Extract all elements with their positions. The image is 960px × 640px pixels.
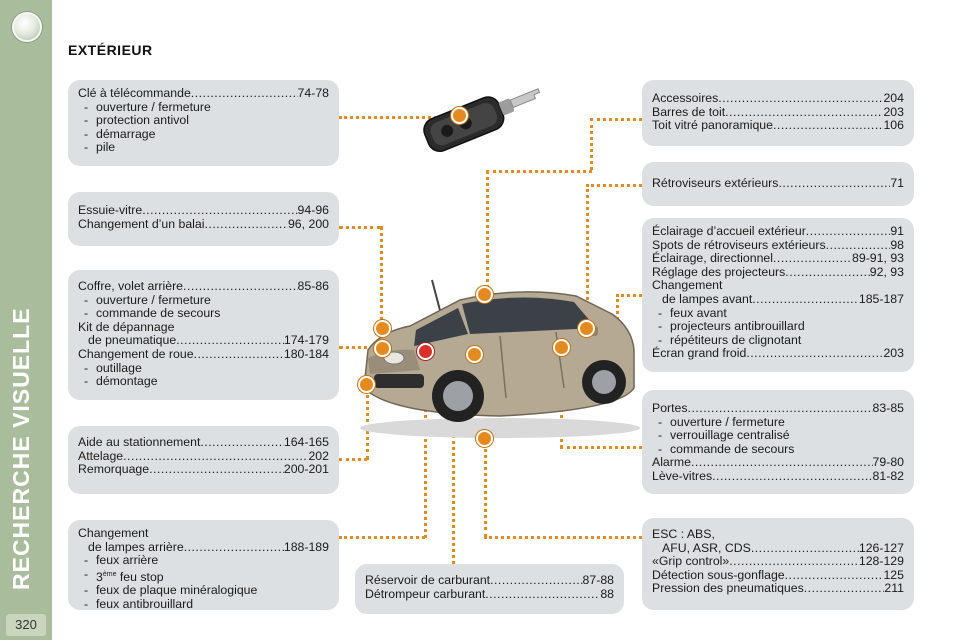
- box-retroviseurs: Rétroviseurs extérieurs71: [642, 162, 914, 206]
- index-row: Pression des pneumatiques211: [652, 582, 904, 596]
- index-row: Lève-vitres81-82: [652, 469, 904, 484]
- key-marker: [451, 107, 468, 124]
- sub-item: -verrouillage centralisé: [658, 428, 790, 443]
- index-row: Essuie-vitre94-96: [78, 203, 329, 218]
- connector-line: [339, 116, 455, 119]
- connector-line: [586, 184, 589, 330]
- sub-item: -ouverture / fermeture: [84, 292, 211, 307]
- box-cle-telecommande: Clé à télécommande74-78 -ouverture / fer…: [68, 80, 339, 166]
- box-accessoires: Accessoires204 Barres de toit203 Toit vi…: [642, 80, 914, 146]
- sub-item: -ouverture / fermeture: [84, 99, 211, 114]
- sub-item: -outillage: [84, 360, 142, 375]
- index-row: Remorquage200-201: [78, 463, 329, 477]
- circle-icon: [12, 12, 42, 42]
- box-lampes-arriere: Changement de lampes arrière188-189 -feu…: [68, 520, 339, 612]
- connector-line: [452, 358, 455, 570]
- bumper-marker: [374, 340, 391, 357]
- index-row: de lampes avant185-187: [652, 292, 904, 307]
- sub-item: -commande de secours: [84, 306, 221, 321]
- connector-line: [339, 226, 381, 229]
- connector-line: [560, 446, 642, 449]
- sub-item: -démontage: [84, 374, 158, 389]
- tyre-marker: [476, 430, 493, 447]
- box-reservoir: Réservoir de carburant87-88 Détrompeur c…: [355, 564, 624, 614]
- index-row: Écran grand froid203: [652, 347, 904, 361]
- index-row: Attelage202: [78, 449, 329, 464]
- index-label: Kit de dépannage: [78, 319, 175, 334]
- wheel-marker: [466, 346, 483, 363]
- index-row: de pneumatique174-179: [78, 334, 329, 348]
- sub-item: -répétiteurs de clignotant: [658, 332, 802, 347]
- sub-item: -feux arrière: [84, 553, 159, 568]
- box-coffre: Coffre, volet arrière85-86 -ouverture / …: [68, 270, 339, 400]
- box-essuie-vitre: Essuie-vitre94-96 Changement d’un balai9…: [68, 192, 339, 246]
- index-row: Aide au stationnement164-165: [78, 435, 329, 450]
- front-marker: [374, 320, 391, 337]
- connector-line: [339, 346, 381, 349]
- remote-key-illustration: [423, 88, 541, 153]
- connector-line: [590, 118, 593, 170]
- connector-line: [424, 356, 427, 538]
- index-row: AFU, ASR, CDS126-127: [652, 541, 904, 556]
- headlight-marker: [417, 343, 434, 360]
- box-portes: Portes83-85 -ouverture / fermeture -verr…: [642, 390, 914, 494]
- connector-line: [586, 184, 642, 187]
- sub-item: -démarrage: [84, 126, 156, 141]
- index-row: Coffre, volet arrière85-86: [78, 279, 329, 294]
- index-row: Toit vitré panoramique106: [652, 119, 904, 133]
- connector-line: [380, 226, 383, 328]
- door-marker: [553, 339, 570, 356]
- connector-line: [616, 294, 642, 297]
- connector-line: [484, 536, 642, 539]
- box-eclairage: Éclairage d’accueil extérieur91 Spots de…: [642, 218, 914, 372]
- sub-item: -feux avant: [658, 305, 727, 320]
- index-row: Portes83-85: [652, 401, 904, 416]
- car-illustration: [360, 279, 640, 438]
- sidebar: RECHERCHE VISUELLE 320: [0, 0, 52, 640]
- index-label: Changement: [652, 278, 723, 293]
- sub-item: -feux antibrouillard: [84, 597, 194, 612]
- index-row: Détection sous-gonflage125: [652, 568, 904, 583]
- index-row: Détrompeur carburant88: [365, 587, 614, 602]
- connector-line: [486, 170, 592, 173]
- page-number: 320: [6, 614, 46, 636]
- box-esc: ESC : ABS, AFU, ASR, CDS126-127 «Grip co…: [642, 518, 914, 610]
- connector-line: [366, 388, 369, 460]
- index-row: Clé à télécommande74-78: [78, 86, 329, 101]
- index-label: ESC : ABS,: [652, 527, 715, 541]
- index-row: Éclairage, directionnel89-91, 93: [652, 252, 904, 266]
- index-row: Accessoires204: [652, 91, 904, 106]
- index-row: Réglage des projecteurs92, 93: [652, 265, 904, 280]
- connector-line: [484, 442, 487, 538]
- index-row: Spots de rétroviseurs extérieurs98: [652, 238, 904, 253]
- sub-item: -ouverture / fermeture: [658, 414, 785, 429]
- sub-item: -commande de secours: [658, 441, 795, 456]
- connector-line: [486, 170, 489, 296]
- sub-item: -protection antivol: [84, 113, 189, 128]
- box-aide-stationnement: Aide au stationnement164-165 Attelage202…: [68, 426, 339, 494]
- sub-item: -projecteurs antibrouillard: [658, 319, 805, 334]
- connector-line: [339, 458, 367, 461]
- index-label: Changement: [78, 526, 149, 540]
- towbar-marker: [358, 376, 375, 393]
- index-row: de lampes arrière188-189: [78, 540, 329, 555]
- sub-item: -3ème feu stop: [84, 566, 164, 584]
- index-row: Éclairage d’accueil extérieur91: [652, 224, 904, 239]
- sidebar-title: RECHERCHE VISUELLE: [8, 307, 34, 590]
- index-row: Barres de toit203: [652, 105, 904, 120]
- index-row: Alarme79-80: [652, 456, 904, 470]
- index-row: Changement d’un balai96, 200: [78, 217, 329, 232]
- connector-line: [339, 536, 425, 539]
- index-row: Rétroviseurs extérieurs71: [652, 176, 904, 191]
- sub-item: -pile: [84, 140, 116, 155]
- connector-line: [590, 118, 642, 121]
- section-heading: EXTÉRIEUR: [68, 42, 153, 58]
- mirror-marker: [578, 320, 595, 337]
- index-row: Réservoir de carburant87-88: [365, 573, 614, 588]
- connector-line: [616, 294, 619, 338]
- index-row: «Grip control»128-129: [652, 555, 904, 569]
- roof-marker: [476, 286, 493, 303]
- index-row: Changement de roue180-184: [78, 347, 329, 362]
- sub-item: -feux de plaque minéralogique: [84, 583, 258, 598]
